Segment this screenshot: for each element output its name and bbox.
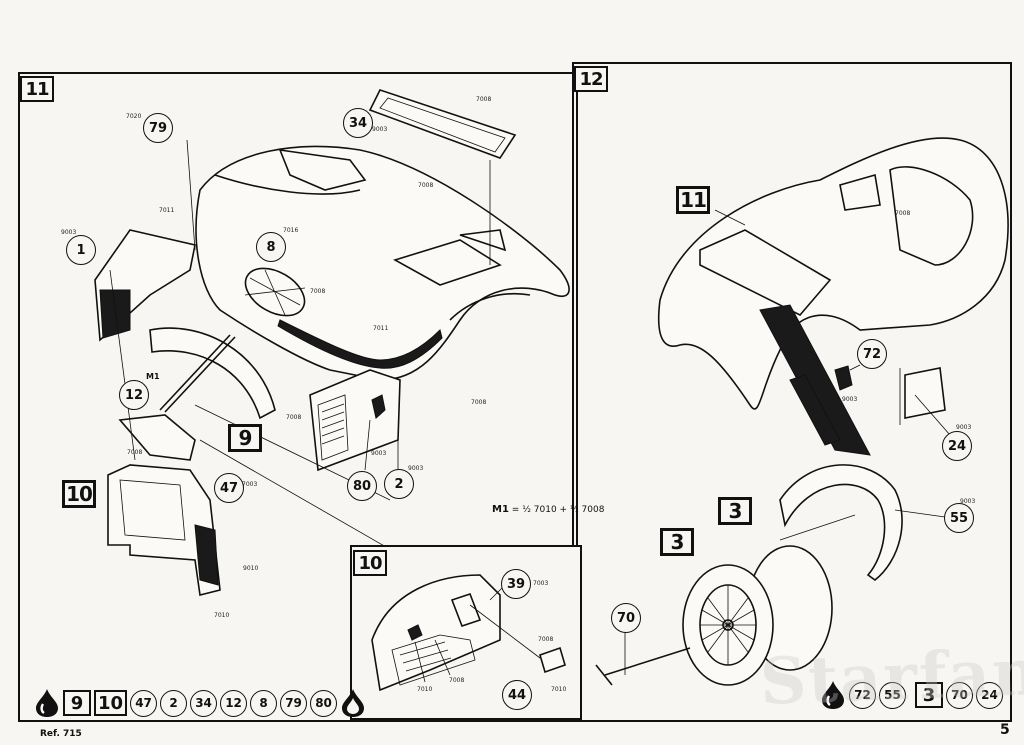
paint-drop-icon (822, 681, 844, 709)
part-70: 70 (611, 603, 641, 633)
legend-part: 8 (250, 689, 278, 717)
paint-legend-right: 72 55 3 70 24 (820, 680, 1003, 710)
formula-equation: = ½ 7010 + ½ 7008 (511, 505, 605, 515)
part-2: 2 (384, 469, 414, 499)
part-34: 34 (343, 108, 373, 138)
battery-box (904, 367, 946, 419)
paint-code: 7008 (476, 96, 492, 103)
legend-part: 47 (130, 689, 158, 717)
body-shell (195, 145, 570, 381)
legend-part: 12 (220, 689, 248, 717)
part-80: 80 (347, 471, 377, 501)
legend-part: 2 (160, 689, 188, 717)
legend-part: 55 (879, 681, 906, 709)
part-55: 55 (944, 503, 974, 533)
part-24: 24 (942, 431, 972, 461)
paint-code: 7003 (533, 580, 549, 587)
part-39: 39 (501, 569, 531, 599)
reference-label: Ref. 715 (40, 729, 82, 739)
page-number: 5 (1000, 722, 1010, 738)
paint-code: 7010 (417, 686, 433, 693)
part-1: 1 (66, 235, 96, 265)
assembled-body (657, 137, 1009, 410)
part-72: 72 (857, 339, 887, 369)
step-12-panel (572, 62, 1012, 722)
watermark: Starfan (758, 635, 1024, 720)
radiator-assembly (107, 464, 221, 596)
legend-part: 80 (310, 689, 338, 717)
paint-code: 7010 (214, 612, 230, 619)
paint-code: 7008 (471, 399, 487, 406)
paint-code: 7011 (373, 325, 389, 332)
step-11-panel (18, 72, 578, 722)
part-8: 8 (256, 232, 286, 262)
step-3-ref-a: 3 (718, 497, 752, 525)
steering-wheel (244, 267, 306, 317)
paint-code: 9003 (61, 229, 77, 236)
step-11-ref: 11 (676, 186, 710, 214)
body-trim-strip (277, 319, 443, 369)
paint-code: 7008 (310, 288, 326, 295)
paint-drop-outline-icon (342, 689, 365, 717)
paint-code: 9003 (372, 126, 388, 133)
m1-label: M1 (146, 372, 160, 381)
part-47: 47 (214, 473, 244, 503)
paint-drop-icon (36, 689, 58, 717)
paint-code: 9003 (960, 498, 976, 505)
step-9-ref: 9 (228, 424, 262, 452)
step-10-inset-label: 10 (353, 550, 387, 576)
paint-code: 9003 (956, 424, 972, 431)
paint-code: 7011 (159, 207, 175, 214)
paint-code: 7008 (127, 449, 143, 456)
paint-code: 7003 (242, 481, 258, 488)
paint-code: 7016 (283, 227, 299, 234)
legend-step-3: 3 (915, 682, 943, 708)
paint-code: 7008 (449, 677, 465, 684)
front-fender (149, 327, 276, 420)
side-door (309, 369, 401, 472)
part-79: 79 (143, 113, 173, 143)
paint-code: 7020 (126, 113, 142, 120)
legend-step-9: 9 (63, 690, 91, 716)
paint-code: 7008 (418, 182, 434, 189)
legend-part: 72 (849, 681, 876, 709)
paint-code: 9003 (842, 396, 858, 403)
mix-formula: M1 = ½ 7010 + ½ 7008 (492, 504, 604, 515)
paint-code: 7008 (286, 414, 302, 421)
part-44: 44 (502, 680, 532, 710)
legend-part: 79 (280, 689, 308, 717)
paint-code: 9003 (371, 450, 387, 457)
step-10-ref: 10 (62, 480, 96, 508)
seat-recess (699, 229, 832, 316)
step-3-ref-b: 3 (660, 528, 694, 556)
step-11-label: 11 (20, 76, 54, 102)
step-12-label: 12 (574, 66, 608, 92)
paint-code: 7010 (551, 686, 567, 693)
legend-step-10: 10 (94, 690, 128, 716)
paint-code: 7008 (895, 210, 911, 217)
paint-code: 7008 (538, 636, 554, 643)
rear-fender (779, 464, 903, 582)
paint-code: 9003 (408, 465, 424, 472)
formula-label: M1 (492, 504, 509, 515)
legend-part: 24 (976, 681, 1003, 709)
windscreen-frame (368, 89, 517, 159)
part-12: 12 (119, 380, 149, 410)
legend-part: 70 (946, 681, 973, 709)
legend-part: 34 (190, 689, 218, 717)
paint-code: 9010 (243, 565, 259, 572)
paint-legend-left: 9 10 47 2 34 12 8 79 80 (34, 688, 366, 718)
floor-panel (392, 239, 502, 286)
grille-bracket (118, 414, 196, 461)
seat-panel (278, 149, 367, 191)
